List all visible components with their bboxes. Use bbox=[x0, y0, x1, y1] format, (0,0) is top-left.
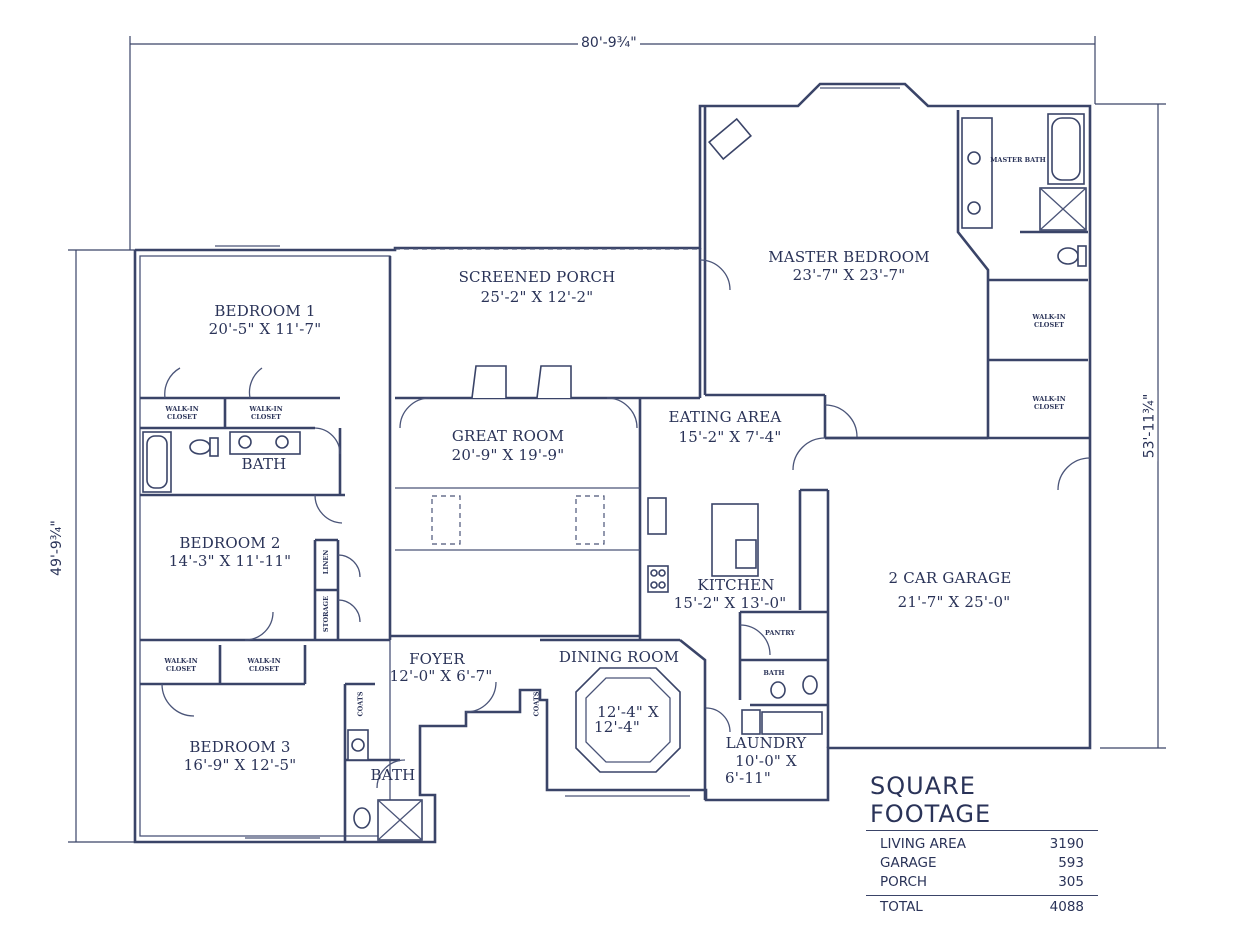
walk-in-closet-b-label: WALK-IN CLOSET bbox=[249, 405, 283, 421]
bedroom3-size: 16'-9" X 12'-5" bbox=[183, 756, 297, 774]
laundry-name: LAUNDRY bbox=[725, 734, 807, 752]
storage-label: STORAGE bbox=[322, 595, 331, 633]
kitchen-name: KITCHEN bbox=[697, 576, 775, 594]
sqft-row-value: 305 bbox=[1058, 874, 1084, 890]
left-depth-dimension: 49'-9¾" bbox=[48, 517, 65, 579]
bedroom3-name: BEDROOM 3 bbox=[189, 738, 291, 756]
laundry-size-1: 10'-0" X bbox=[735, 752, 797, 770]
foyer-size: 12'-0" X 6'-7" bbox=[389, 667, 493, 685]
sqft-total-row: TOTAL 4088 bbox=[866, 895, 1098, 917]
coats-b-label: COATS bbox=[532, 691, 541, 717]
door-swings bbox=[161, 259, 1091, 789]
master-bedroom-size: 23'-7" X 23'-7" bbox=[792, 266, 906, 284]
interior-walls bbox=[140, 106, 1090, 842]
screened-porch-size: 25'-2" X 12'-2" bbox=[480, 288, 594, 306]
sqft-row-value: 593 bbox=[1058, 855, 1084, 871]
coats-a-label: COATS bbox=[356, 691, 365, 717]
eating-area-size: 15'-2" X 7'-4" bbox=[678, 428, 782, 446]
sqft-total-value: 4088 bbox=[1049, 899, 1084, 915]
master-bath-label: MASTER BATH bbox=[990, 156, 1046, 164]
garage-name: 2 CAR GARAGE bbox=[888, 569, 1012, 587]
bath-hall-label: BATH bbox=[241, 455, 287, 473]
walk-in-closet-a-label: WALK-IN CLOSET bbox=[165, 405, 199, 421]
kitchen-size: 15'-2" X 13'-0" bbox=[673, 594, 787, 612]
walk-in-closet-f-label: WALK-IN CLOSET bbox=[1032, 395, 1066, 411]
linen-label: LINEN bbox=[322, 549, 331, 575]
bedroom1-name: BEDROOM 1 bbox=[214, 302, 316, 320]
pantry-label: PANTRY bbox=[764, 629, 796, 637]
fireplaces bbox=[471, 365, 572, 399]
sqft-row-value: 3190 bbox=[1049, 836, 1084, 852]
walk-in-closet-e-label: WALK-IN CLOSET bbox=[1032, 313, 1066, 329]
eating-area-name: EATING AREA bbox=[668, 408, 782, 426]
dining-room-size-2: 12'-4" bbox=[594, 718, 640, 736]
bedroom2-name: BEDROOM 2 bbox=[179, 534, 281, 552]
master-bedroom-name: MASTER BEDROOM bbox=[768, 248, 930, 266]
dining-room-name: DINING ROOM bbox=[558, 648, 680, 666]
sqft-row: GARAGE 593 bbox=[866, 854, 1098, 873]
bath-lower-label: BATH bbox=[370, 766, 416, 784]
square-footage-title: SQUARE FOOTAGE bbox=[870, 772, 992, 828]
sqft-row-label: PORCH bbox=[880, 874, 928, 890]
dining-room-size-1: 12'-4" X bbox=[597, 703, 659, 721]
screened-porch-name: SCREENED PORCH bbox=[458, 268, 616, 286]
bedroom1-size: 20'-5" X 11'-7" bbox=[208, 320, 322, 338]
sqft-total-label: TOTAL bbox=[880, 899, 923, 915]
bedroom2-size: 14'-3" X 11'-11" bbox=[168, 552, 292, 570]
foyer-name: FOYER bbox=[409, 650, 465, 668]
fixtures bbox=[142, 113, 1087, 841]
sqft-row: LIVING AREA 3190 bbox=[866, 835, 1098, 854]
overall-width-dimension: 80'-9¾" bbox=[578, 35, 640, 51]
great-room-size: 20'-9" X 19'-9" bbox=[451, 446, 565, 464]
skylights bbox=[431, 495, 605, 545]
sqft-row-label: LIVING AREA bbox=[880, 836, 966, 852]
walk-in-closet-d-label: WALK-IN CLOSET bbox=[247, 657, 281, 673]
right-depth-dimension: 53'-11¾" bbox=[1141, 390, 1158, 462]
great-room-name: GREAT ROOM bbox=[451, 427, 565, 445]
small-bath-label: BATH bbox=[763, 669, 785, 677]
sqft-row-label: GARAGE bbox=[880, 855, 937, 871]
garage-size: 21'-7" X 25'-0" bbox=[897, 593, 1011, 611]
walk-in-closet-c-label: WALK-IN CLOSET bbox=[164, 657, 198, 673]
square-footage-table: SQUARE FOOTAGE LIVING AREA 3190 GARAGE 5… bbox=[866, 772, 1098, 917]
sqft-row: PORCH 305 bbox=[866, 873, 1098, 892]
windows bbox=[215, 87, 900, 839]
laundry-size-2: 6'-11" bbox=[725, 769, 771, 787]
